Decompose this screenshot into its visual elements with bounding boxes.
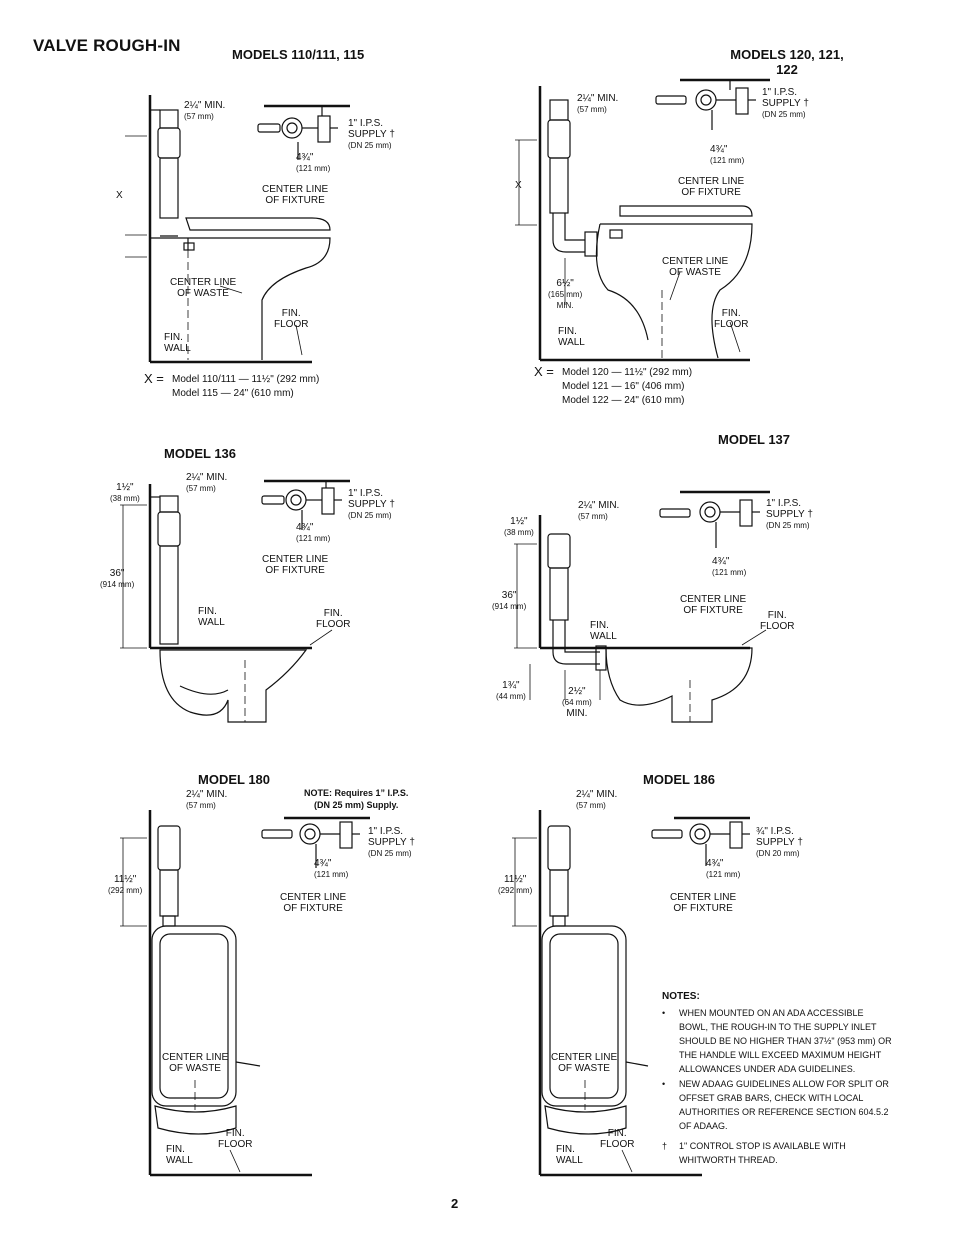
label-fin-wall: FIN.WALL — [590, 620, 617, 642]
label-dim-4-75: 4¾"(121 mm) — [296, 152, 331, 173]
section-title-models-110: MODELS 110/111, 115 — [232, 47, 365, 62]
label-x: X — [515, 180, 522, 191]
label-dim-36: 36"(914 mm) — [492, 590, 527, 611]
section-title-line1: MODELS 120, 121, — [730, 47, 844, 62]
bullet: • — [662, 1079, 666, 1089]
label-min-clearance: 2¼" MIN.(57 mm) — [576, 789, 618, 810]
section-title-model-180: MODEL 180 — [198, 772, 271, 787]
label-fin-floor: FIN.FLOOR — [218, 1128, 253, 1150]
section-title-models-120: MODELS 120, 121, 122 — [712, 47, 862, 77]
label-fin-floor: FIN.FLOOR — [316, 608, 351, 630]
x-value-list-120: X = Model 120 — 11½" (292 mm) Model 121 … — [534, 364, 693, 407]
x-value-list-110: X = Model 110/111 — 11½" (292 mm) Model … — [144, 371, 320, 400]
label-dim-4-75: 4¾"(121 mm) — [314, 858, 349, 879]
label-dim-4-75: 4¾"(121 mm) — [712, 556, 747, 577]
label-fin-wall: FIN.WALL — [198, 606, 225, 628]
diagram-model-120 — [515, 78, 770, 362]
label-min-clearance: 2¼" MIN.(57 mm) — [186, 472, 228, 493]
section-title-line2: 122 — [776, 62, 798, 77]
label-dim-1-5: 1½"(38 mm) — [110, 482, 140, 503]
label-min-clearance: 2¼" MIN.(57 mm) — [184, 100, 226, 121]
page-number: 2 — [451, 1196, 459, 1211]
note-item: • WHEN MOUNTED ON AN ADA ACCESSIBLE BOWL… — [662, 1006, 892, 1076]
section-title-model-136: MODEL 136 — [164, 446, 237, 461]
label-supply: 1" I.P.S.SUPPLY †(DN 25 mm) — [368, 826, 415, 858]
label-supply: 1" I.P.S.SUPPLY †(DN 25 mm) — [348, 118, 395, 150]
label-supply: 1" I.P.S.SUPPLY †(DN 25 mm) — [766, 498, 813, 530]
label-fin-floor: FIN.FLOOR — [274, 308, 309, 330]
label-dim-1-5: 1½"(38 mm) — [504, 516, 534, 537]
section-title-model-186: MODEL 186 — [643, 772, 716, 787]
label-fin-wall: FIN.WALL — [164, 332, 191, 354]
note-dagger: † 1" CONTROL STOP IS AVAILABLE WITH WHIT… — [662, 1139, 892, 1167]
label-fin-wall: FIN.WALL — [556, 1144, 583, 1166]
label-dim-6-5: 6½"(165 mm)MIN. — [548, 278, 583, 310]
diagram-model-136 — [120, 479, 350, 723]
label-supply: 1" I.P.S.SUPPLY †(DN 25 mm) — [762, 87, 809, 119]
label-min-clearance: 2¼" MIN.(57 mm) — [577, 93, 619, 114]
label-dim-2-5: 2½"(64 mm)MIN. — [562, 686, 592, 719]
note-line-1: NOTE: Requires 1” I.P.S. — [304, 788, 409, 798]
diagram-model-186 — [512, 810, 750, 1177]
label-x: X — [116, 190, 123, 201]
diagram-model-110 — [125, 95, 350, 364]
diagram-model-180 — [120, 810, 370, 1177]
notes-block: NOTES: • WHEN MOUNTED ON AN ADA ACCESSIB… — [662, 990, 892, 1168]
label-dim-4-75: 4¾"(121 mm) — [706, 858, 741, 879]
label-fin-floor: FIN.FLOOR — [600, 1128, 635, 1150]
dagger-symbol: † — [662, 1141, 668, 1151]
page-title: VALVE ROUGH-IN — [33, 36, 181, 55]
diagram-model-137 — [514, 490, 770, 723]
label-fin-floor: FIN.FLOOR — [714, 308, 749, 330]
label-dim-1-75: 1¾"(44 mm) — [496, 680, 526, 701]
label-dim-11-5: 11½"(292 mm) — [108, 874, 143, 895]
bullet: • — [662, 1008, 666, 1018]
label-dim-11-5: 11½"(292 mm) — [498, 874, 533, 895]
label-dim-36: 36"(914 mm) — [100, 568, 135, 589]
label-fin-floor: FIN.FLOOR — [760, 610, 795, 632]
label-min-clearance: 2¼" MIN.(57 mm) — [578, 500, 620, 521]
label-supply: 1" I.P.S.SUPPLY †(DN 25 mm) — [348, 488, 395, 520]
note-text: NEW ADAAG GUIDELINES ALLOW FOR SPLIT OR … — [679, 1079, 889, 1131]
label-supply: ¾" I.P.S.SUPPLY †(DN 20 mm) — [756, 826, 803, 858]
label-min-clearance: 2¼" MIN.(57 mm) — [186, 789, 228, 810]
model-180-supply-note: NOTE: Requires 1” I.P.S. (DN 25 mm) Supp… — [304, 787, 408, 811]
label-dim-4-75: 4¾"(121 mm) — [710, 144, 745, 165]
section-title-model-137: MODEL 137 — [718, 432, 791, 447]
note-line-2: (DN 25 mm) Supply. — [314, 800, 399, 810]
label-fin-wall: FIN.WALL — [558, 326, 585, 348]
label-dim-4-75: 4¾"(121 mm) — [296, 522, 331, 543]
note-text: WHEN MOUNTED ON AN ADA ACCESSIBLE BOWL, … — [679, 1008, 892, 1074]
notes-heading: NOTES: — [662, 991, 700, 1002]
note-item: • NEW ADAAG GUIDELINES ALLOW FOR SPLIT O… — [662, 1077, 892, 1133]
note-text: 1" CONTROL STOP IS AVAILABLE WITH WHITWO… — [679, 1141, 846, 1165]
label-fin-wall: FIN.WALL — [166, 1144, 193, 1166]
